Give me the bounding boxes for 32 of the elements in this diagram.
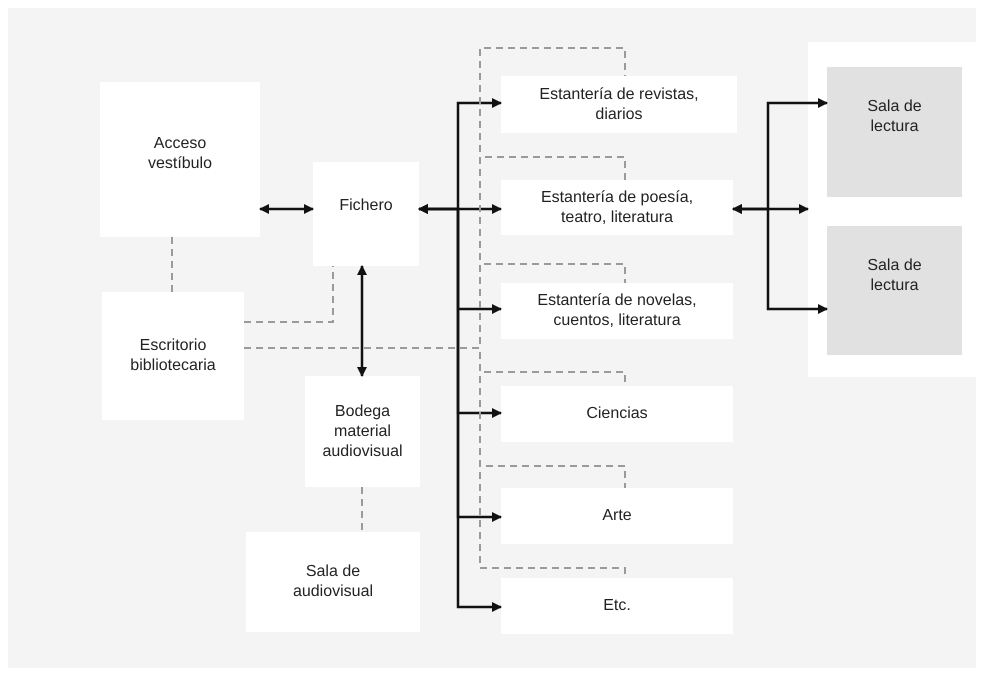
arrow [732, 204, 828, 314]
room-label: Sala de audiovisual [292, 562, 374, 602]
room-box [501, 488, 733, 544]
room-label: Sala de lectura [866, 97, 923, 137]
room-box [501, 578, 733, 634]
dashed-connector [361, 487, 363, 532]
room-box [305, 376, 420, 487]
room-label: Ciencias [586, 404, 648, 424]
room-box [100, 82, 260, 237]
reading-room-box [827, 67, 962, 197]
room-label: Etc. [603, 596, 631, 616]
room-box [501, 283, 733, 339]
room-box [501, 386, 733, 442]
room-box [501, 180, 733, 235]
room-label: Fichero [339, 196, 393, 216]
room-box [501, 76, 737, 133]
arrow [418, 204, 502, 612]
dashed-connector [244, 266, 334, 323]
arrow [259, 204, 314, 214]
dashed-connector [171, 237, 173, 292]
room-label: Estantería de poesía, teatro, literatura [540, 188, 694, 228]
room-label: Arte [602, 506, 632, 526]
room-label: Estantería de novelas, cuentos, literatura [536, 291, 698, 331]
room-label: Bodega material audiovisual [321, 402, 404, 462]
reading-room-box [827, 226, 962, 355]
room-box [313, 162, 419, 266]
room-box [102, 292, 244, 420]
room-label: Escritorio bibliotecaria [129, 336, 217, 376]
room-label: Acceso vestíbulo [146, 134, 214, 174]
arrow [357, 265, 367, 377]
room-label: Estantería de revistas, diarios [538, 84, 700, 124]
room-label: Sala de lectura [866, 256, 923, 296]
